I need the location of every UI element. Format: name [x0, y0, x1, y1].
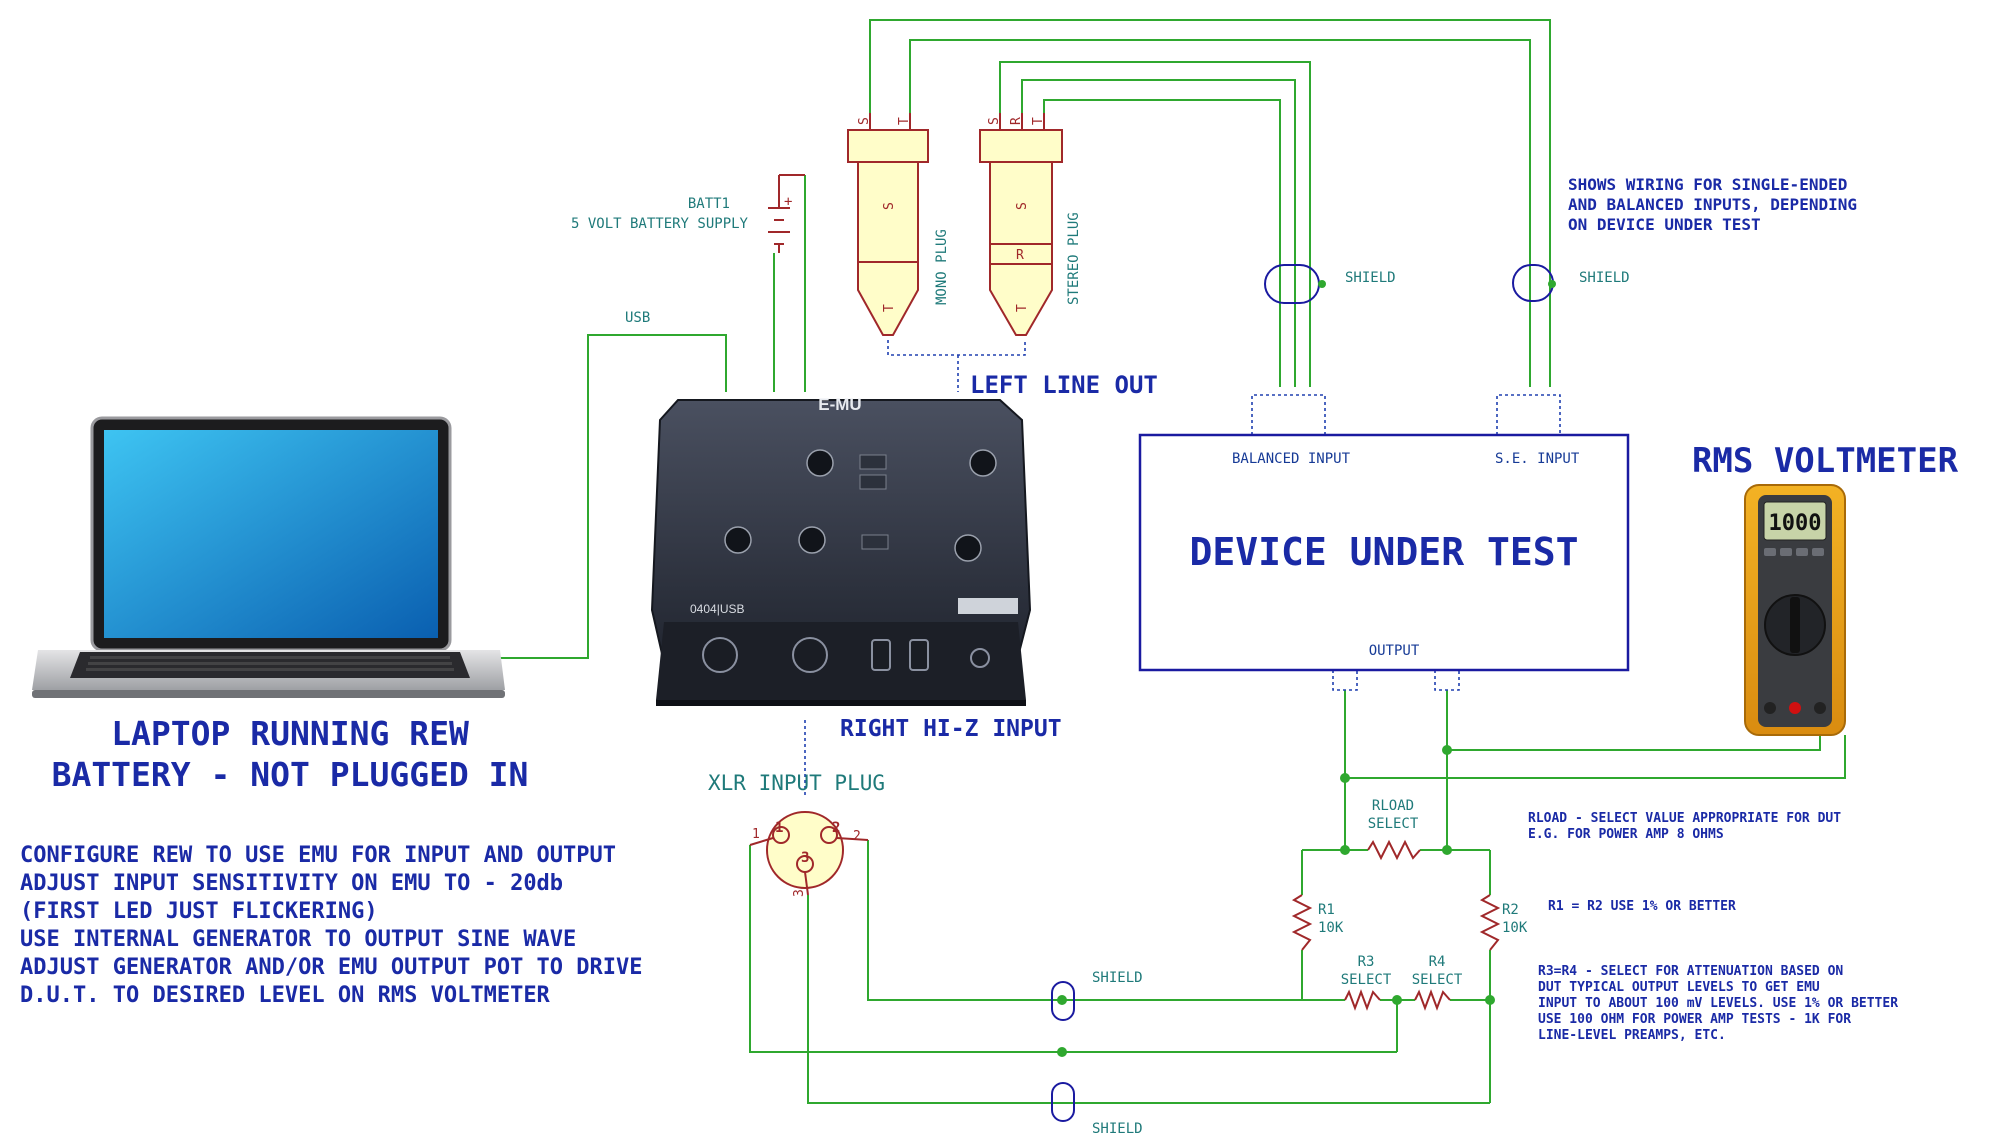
- stereo-plug: [979, 113, 1063, 336]
- plug-body-t: T: [1015, 304, 1030, 312]
- multimeter-icon: [1744, 484, 1846, 736]
- audio-interface-icon: [650, 399, 1032, 706]
- wiring-note-line: AND BALANCED INPUTS, DEPENDING: [1568, 195, 1857, 214]
- r3r4-note-line: INPUT TO ABOUT 100 mV LEVELS. USE 1% OR …: [1538, 996, 1898, 1011]
- junction-dot: [1340, 845, 1350, 855]
- resistor-rload: [1367, 839, 1421, 861]
- junction-dot: [1442, 845, 1452, 855]
- battery-desc: 5 VOLT BATTERY SUPPLY: [571, 216, 749, 232]
- shield-bottom-lower: [1051, 1082, 1075, 1122]
- shield-label: SHIELD: [1345, 270, 1396, 286]
- r3-ref: R3: [1358, 954, 1375, 970]
- config-note-line: (FIRST LED JUST FLICKERING): [20, 899, 378, 924]
- r1-ref: R1: [1318, 902, 1335, 918]
- config-note-line: ADJUST GENERATOR AND/OR EMU OUTPUT POT T…: [20, 955, 643, 980]
- emu-brand-label: E-MU: [818, 395, 861, 414]
- junction-dot: [1485, 995, 1495, 1005]
- xlr-wire-pin-3: 3: [792, 889, 807, 897]
- emu-model-label: 0404|USB: [690, 602, 745, 616]
- xlr-wire-pin-2: 2: [853, 829, 861, 844]
- r4-ref: R4: [1429, 954, 1446, 970]
- xlr-pin-3: 3: [801, 850, 809, 866]
- junction-dot: [1340, 773, 1350, 783]
- dut-box: [1138, 433, 1630, 672]
- r1-value: 10K: [1318, 920, 1344, 936]
- xlr-pin-1: 1: [775, 820, 783, 836]
- balanced-input-label: BALANCED INPUT: [1232, 451, 1351, 467]
- left-line-out-label: LEFT LINE OUT: [970, 371, 1158, 399]
- mono-pin-s: S: [857, 117, 872, 125]
- battery-symbol: [768, 174, 805, 253]
- plug-body-s: S: [1015, 202, 1030, 210]
- se-input-label: S.E. INPUT: [1495, 451, 1580, 467]
- stereo-pin-s: S: [987, 117, 1002, 125]
- xlr-plug-label: XLR INPUT PLUG: [708, 771, 885, 795]
- battery-ref: BATT1: [688, 196, 730, 212]
- r4-value: SELECT: [1412, 972, 1463, 988]
- r3r4-note-line: DUT TYPICAL OUTPUT LEVELS TO GET EMU: [1538, 980, 1820, 995]
- resistor-r3: [1344, 989, 1381, 1011]
- config-note-line: ADJUST INPUT SENSITIVITY ON EMU TO - 20d…: [20, 871, 563, 896]
- r1r2-note: R1 = R2 USE 1% OR BETTER: [1548, 899, 1736, 914]
- resistor-r1: [1291, 894, 1313, 951]
- r3r4-note-line: LINE-LEVEL PREAMPS, ETC.: [1538, 1028, 1726, 1043]
- stereo-pin-r: R: [1009, 117, 1024, 125]
- shield-label: SHIELD: [1579, 270, 1630, 286]
- junction-dot: [1392, 995, 1402, 1005]
- config-note-line: USE INTERNAL GENERATOR TO OUTPUT SINE WA…: [20, 927, 576, 952]
- r3-value: SELECT: [1341, 972, 1392, 988]
- resistor-r4: [1414, 989, 1451, 1011]
- dut-title: DEVICE UNDER TEST: [1190, 530, 1579, 574]
- r3r4-note-line: R3=R4 - SELECT FOR ATTENUATION BASED ON: [1538, 964, 1843, 979]
- r3r4-note-line: USE 100 OHM FOR POWER AMP TESTS - 1K FOR: [1538, 1012, 1851, 1027]
- plug-body-r: R: [1016, 248, 1024, 263]
- xlr-wire-pin-1: 1: [752, 827, 760, 842]
- r2-ref: R2: [1502, 902, 1519, 918]
- laptop-title-line2: BATTERY - NOT PLUGGED IN: [52, 755, 529, 794]
- output-label: OUTPUT: [1369, 643, 1420, 659]
- mono-plug-label: MONO PLUG: [934, 229, 950, 305]
- config-note-line: CONFIGURE REW TO USE EMU FOR INPUT AND O…: [20, 843, 616, 868]
- wires: [470, 19, 1846, 1104]
- plug-body-t: T: [882, 304, 897, 312]
- dashed-links: [804, 340, 1561, 795]
- r3r4-note: R3=R4 - SELECT FOR ATTENUATION BASED ON …: [1538, 964, 1898, 1043]
- xlr-connector-icon: [749, 811, 869, 896]
- rms-voltmeter-title: RMS VOLTMETER: [1692, 441, 1959, 481]
- rload-note-line: E.G. FOR POWER AMP 8 OHMS: [1528, 827, 1724, 842]
- shield-top-se: [1512, 264, 1556, 302]
- mono-plug: [847, 113, 929, 336]
- xlr-pin-2: 2: [832, 820, 840, 836]
- wiring-note-line: ON DEVICE UNDER TEST: [1568, 215, 1761, 234]
- stereo-pin-t: T: [1031, 117, 1046, 125]
- usb-label: USB: [625, 310, 650, 326]
- config-note-line: D.U.T. TO DESIRED LEVEL ON RMS VOLTMETER: [20, 983, 551, 1008]
- rload-label-1: RLOAD: [1372, 798, 1414, 814]
- junction-dot: [1057, 1047, 1067, 1057]
- shield-label: SHIELD: [1092, 970, 1143, 986]
- mono-pin-t: T: [897, 117, 912, 125]
- junction-dot: [1057, 995, 1067, 1005]
- wiring-note-line: SHOWS WIRING FOR SINGLE-ENDED: [1568, 175, 1847, 194]
- configuration-notes: CONFIGURE REW TO USE EMU FOR INPUT AND O…: [20, 843, 643, 1008]
- plug-body-s: S: [882, 202, 897, 210]
- rload-note: RLOAD - SELECT VALUE APPROPRIATE FOR DUT…: [1528, 811, 1841, 842]
- meter-reading: 1000: [1769, 511, 1822, 536]
- shield-label: SHIELD: [1092, 1121, 1143, 1137]
- junction-dot: [1442, 745, 1452, 755]
- rload-note-line: RLOAD - SELECT VALUE APPROPRIATE FOR DUT: [1528, 811, 1841, 826]
- shield-top-balanced: [1264, 264, 1326, 304]
- rload-label-2: SELECT: [1368, 816, 1419, 832]
- laptop-title-line1: LAPTOP RUNNING REW: [111, 714, 469, 753]
- r2-value: 10K: [1502, 920, 1528, 936]
- battery-plus-label: +: [784, 194, 792, 210]
- shield-bottom-upper: [1051, 981, 1075, 1021]
- resistor-r2: [1479, 894, 1501, 951]
- laptop-icon: [32, 416, 505, 698]
- stereo-plug-label: STEREO PLUG: [1066, 212, 1082, 305]
- right-hiz-label: RIGHT HI-Z INPUT: [840, 716, 1062, 742]
- wiring-note: SHOWS WIRING FOR SINGLE-ENDED AND BALANC…: [1568, 175, 1857, 234]
